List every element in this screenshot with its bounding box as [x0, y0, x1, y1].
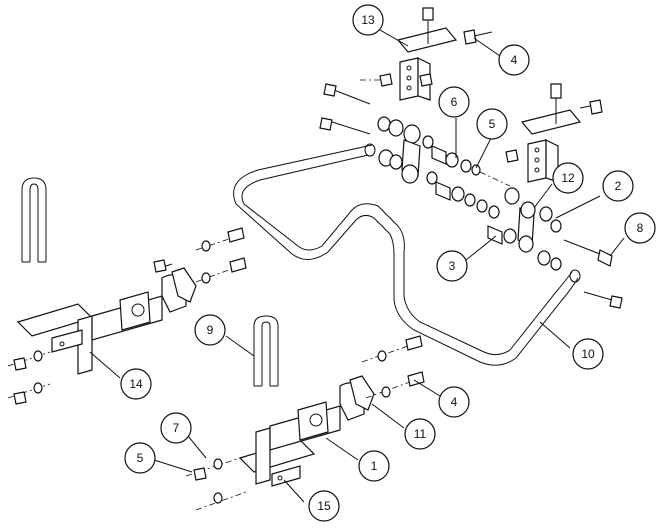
sway-bar — [233, 143, 581, 366]
callout-15-label: 15 — [317, 499, 331, 513]
leader-lines — [89, 29, 625, 503]
callout-2: 2 — [602, 170, 634, 202]
frame-bracket-upper — [360, 7, 493, 101]
callout-15: 15 — [308, 490, 340, 522]
callout-1: 1 — [358, 450, 390, 482]
callout-3: 3 — [436, 250, 468, 282]
axle-bracket-left — [7, 227, 247, 405]
callout-11-label: 11 — [414, 427, 427, 441]
callout-6: 6 — [438, 86, 470, 118]
u-bolt-upper-left — [21, 177, 47, 263]
frame-bracket-lower — [505, 83, 603, 183]
callout-3-label: 3 — [449, 259, 456, 273]
callout-4-lower-label: 4 — [451, 395, 458, 409]
callout-5-upper: 5 — [476, 108, 508, 140]
callout-14: 14 — [120, 368, 152, 400]
callout-13: 13 — [352, 4, 384, 36]
callout-5-lower-label: 5 — [137, 451, 144, 465]
callout-2-label: 2 — [615, 179, 622, 193]
callout-13-label: 13 — [361, 13, 375, 27]
callout-11: 11 — [404, 418, 436, 450]
callout-7: 7 — [160, 412, 192, 444]
callout-7-label: 7 — [173, 421, 180, 435]
callout-4-upper-label: 4 — [511, 53, 518, 67]
callout-8-label: 8 — [637, 221, 644, 235]
u-bolt-lower — [253, 315, 279, 387]
callout-12-label: 12 — [561, 171, 575, 185]
end-link-assembly — [319, 83, 623, 309]
callout-12: 12 — [552, 162, 584, 194]
callout-4-lower: 4 — [438, 386, 470, 418]
callout-4-upper: 4 — [498, 44, 530, 76]
callout-10: 10 — [572, 338, 604, 370]
callout-1-label: 1 — [371, 459, 378, 473]
callout-8: 8 — [624, 212, 656, 244]
callout-14-label: 14 — [129, 377, 143, 391]
callout-6-label: 6 — [451, 95, 458, 109]
callout-10-label: 10 — [581, 347, 595, 361]
axle-bracket-right — [185, 335, 425, 511]
callout-5-lower: 5 — [124, 442, 156, 474]
callout-5-upper-label: 5 — [489, 117, 496, 131]
callout-9-label: 9 — [207, 323, 214, 337]
callout-9: 9 — [194, 314, 226, 346]
